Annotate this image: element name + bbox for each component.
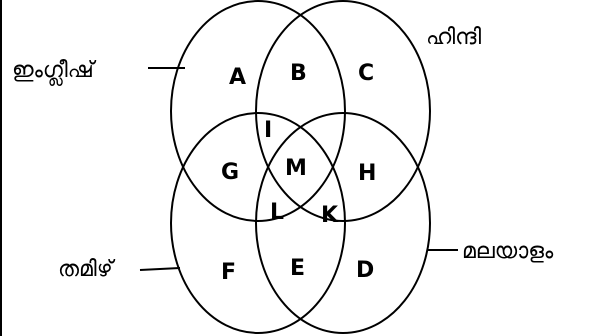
region-l: L xyxy=(270,200,284,225)
tamil-circle xyxy=(170,112,346,334)
region-i: I xyxy=(264,118,272,143)
malayalam-circle xyxy=(255,112,431,334)
region-b: B xyxy=(290,61,307,86)
tamil-label: തമിഴ് xyxy=(58,257,116,282)
malayalam-label: മലയാളം xyxy=(462,239,554,264)
english-label: ഇംഗ്ലീഷ് xyxy=(12,58,97,86)
hindi-label: ഹിന്ദി xyxy=(426,25,481,50)
region-f: F xyxy=(221,260,236,285)
region-m: M xyxy=(285,156,307,181)
english-circle xyxy=(170,0,346,222)
region-c: C xyxy=(358,61,374,86)
region-k: K xyxy=(321,203,339,228)
region-e: E xyxy=(290,256,305,281)
region-h: H xyxy=(358,161,376,186)
region-a: A xyxy=(229,65,246,90)
region-g: G xyxy=(221,160,239,185)
hindi-circle xyxy=(255,0,431,222)
tamil-leader xyxy=(139,267,181,271)
region-d: D xyxy=(356,258,374,283)
